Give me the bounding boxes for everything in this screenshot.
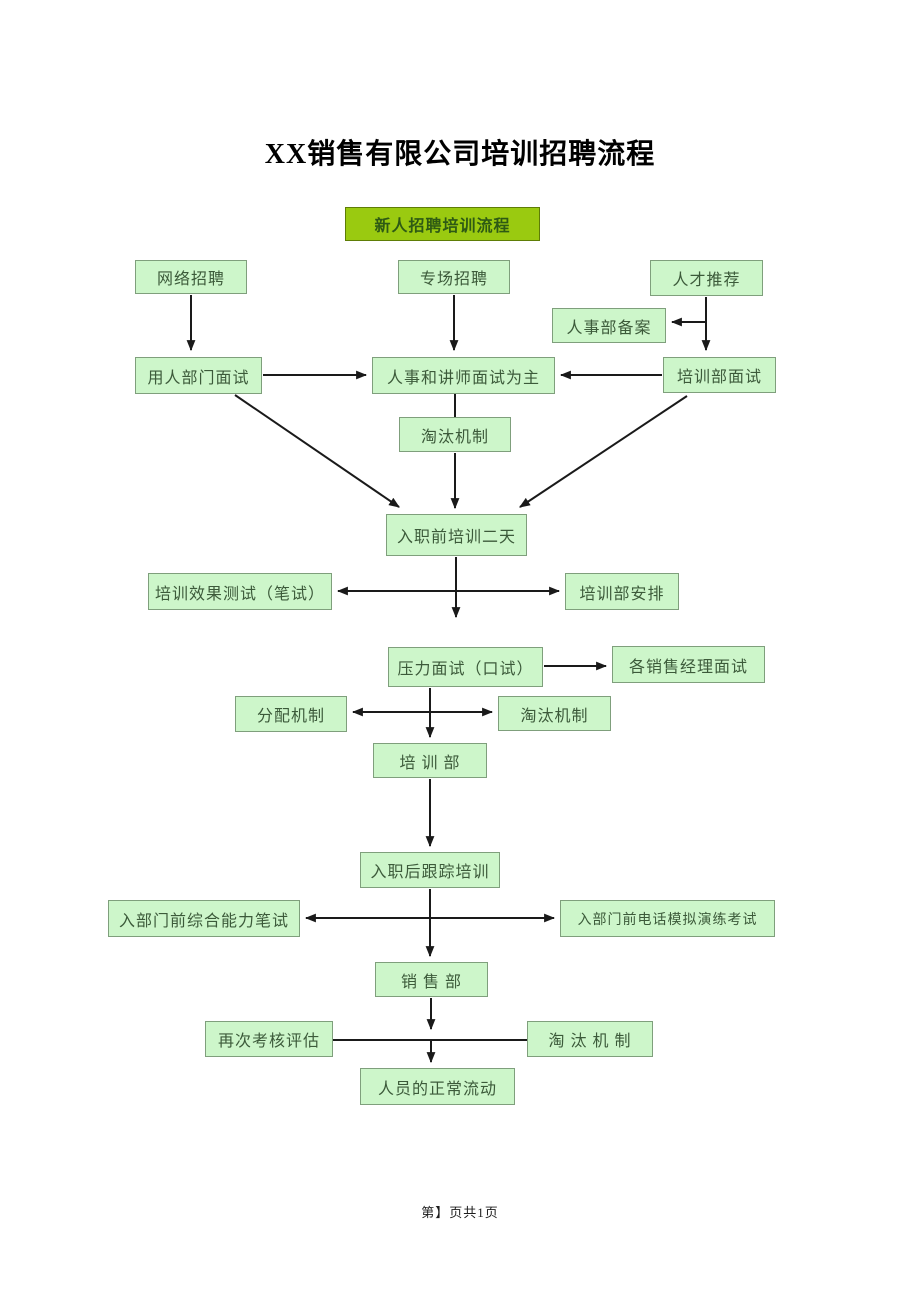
- node-post-entry-tracking-training: 入职后跟踪培训: [360, 852, 500, 888]
- node-process-header: 新人招聘培训流程: [345, 207, 540, 241]
- node-pre-dept-comprehensive-test: 入部门前综合能力笔试: [108, 900, 300, 937]
- node-special-recruitment: 专场招聘: [398, 260, 510, 294]
- node-pre-job-training: 入职前培训二天: [386, 514, 527, 556]
- node-re-evaluation: 再次考核评估: [205, 1021, 333, 1057]
- node-elimination-mechanism-3: 淘 汰 机 制: [527, 1021, 653, 1057]
- node-network-recruitment: 网络招聘: [135, 260, 247, 294]
- node-sales-dept: 销 售 部: [375, 962, 488, 997]
- node-elimination-mechanism-2: 淘汰机制: [498, 696, 611, 731]
- node-allocation-mechanism: 分配机制: [235, 696, 347, 732]
- node-training-dept-arrangement: 培训部安排: [565, 573, 679, 610]
- node-sales-manager-interview: 各销售经理面试: [612, 646, 765, 683]
- node-hr-filing: 人事部备案: [552, 308, 666, 343]
- node-hiring-dept-interview: 用人部门面试: [135, 357, 262, 394]
- node-hr-lecturer-interview: 人事和讲师面试为主: [372, 357, 555, 394]
- node-training-dept-interview: 培训部面试: [663, 357, 776, 393]
- node-training-effect-test: 培训效果测试（笔试）: [148, 573, 332, 610]
- node-talent-referral: 人才推荐: [650, 260, 763, 296]
- node-pre-dept-phone-simulation-test: 入部门前电话模拟演练考试: [560, 900, 775, 937]
- node-elimination-mechanism-1: 淘汰机制: [399, 417, 511, 452]
- node-normal-turnover: 人员的正常流动: [360, 1068, 515, 1105]
- page-number-footer: 第】页共1页: [421, 1205, 499, 1220]
- page-title: XX销售有限公司培训招聘流程: [264, 139, 656, 170]
- node-pressure-interview: 压力面试（口试）: [388, 647, 543, 687]
- node-training-dept: 培 训 部: [373, 743, 487, 778]
